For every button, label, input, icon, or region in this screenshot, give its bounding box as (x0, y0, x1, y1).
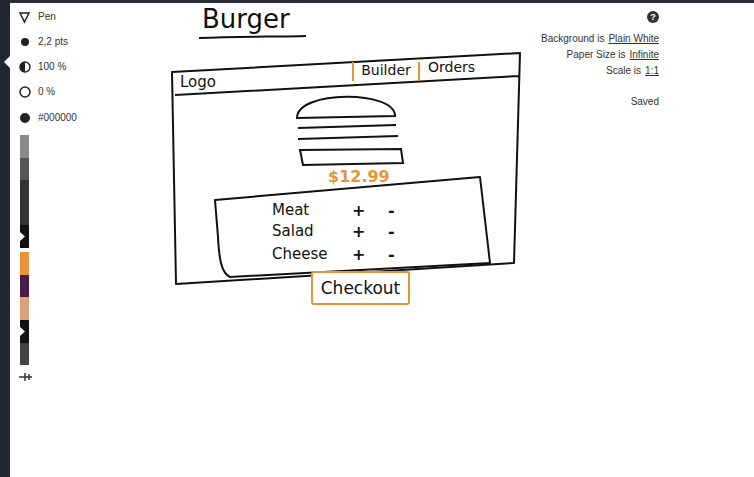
setting-label: Background is (541, 33, 604, 45)
help-icon (647, 11, 659, 23)
node-outline (172, 52, 522, 288)
color-swatch (20, 252, 29, 275)
color-swatch (20, 275, 29, 297)
burger-bottom-bun (300, 149, 403, 165)
add-control: + (352, 222, 365, 241)
opacity-value: 100 % (38, 61, 66, 73)
ingredient-controls: Meat + - Salad + - Cheese + - (215, 177, 491, 277)
swatch-marker (20, 232, 25, 241)
add-control: + (352, 201, 365, 220)
pen-icon (20, 13, 29, 22)
ingredient-name: Meat (272, 201, 309, 219)
nav-link: Builder (361, 63, 411, 78)
color-swatch (20, 180, 29, 225)
setting-value: Infinite (630, 49, 659, 61)
hand-drawn-border (215, 177, 490, 277)
burger-top-bun (297, 97, 395, 118)
burger-layer (298, 136, 398, 139)
remove-control: - (388, 201, 395, 220)
sketch-title: Burger (202, 4, 290, 34)
color-icon (20, 113, 30, 123)
pin-icon (19, 373, 32, 381)
blur-value: 0 % (38, 86, 55, 98)
opacity-icon-fill (20, 62, 25, 72)
title-underline (199, 36, 306, 38)
burger-layer (298, 125, 396, 128)
setting-value: Plain White (608, 33, 659, 45)
setting-label: Scale is (606, 65, 641, 77)
tool-name: Pen (38, 11, 56, 23)
blur-icon (20, 87, 30, 97)
nav-link: Orders (428, 59, 475, 76)
button-label: Checkout (321, 273, 401, 303)
stroke-size: 2,2 pts (38, 36, 68, 48)
hand-drawn-border (172, 53, 520, 284)
color-hex: #000000 (38, 112, 77, 124)
add-control: + (352, 245, 365, 264)
logo-text: Logo (180, 73, 216, 91)
sidebar-strip (0, 0, 10, 477)
active-nav-tab: Builder (352, 62, 420, 81)
opacity-icon (20, 62, 30, 72)
help-glyph: ? (647, 11, 659, 23)
top-bar (10, 0, 754, 3)
ingredient-name: Cheese (272, 245, 327, 263)
browser-frame: BuilderMeat + - Salad + - Cheese + - Logo (172, 52, 522, 288)
color-swatch (20, 297, 29, 320)
color-swatch (20, 158, 29, 180)
remove-control: - (388, 222, 395, 241)
price-label: $12.99 (328, 167, 390, 186)
swatch-marker (20, 327, 25, 336)
color-swatch (20, 225, 29, 248)
panel-notch (4, 56, 10, 68)
color-swatch (20, 320, 29, 343)
color-swatch (20, 135, 29, 158)
size-icon (21, 38, 29, 46)
setting-label: Paper Size is (567, 49, 626, 61)
setting-value: 1:1 (645, 65, 659, 77)
checkout-button: Checkout (311, 271, 410, 305)
color-swatch (20, 343, 29, 365)
ingredient-name: Salad (272, 222, 314, 240)
save-status: Saved (631, 96, 659, 108)
remove-control: - (388, 245, 395, 264)
